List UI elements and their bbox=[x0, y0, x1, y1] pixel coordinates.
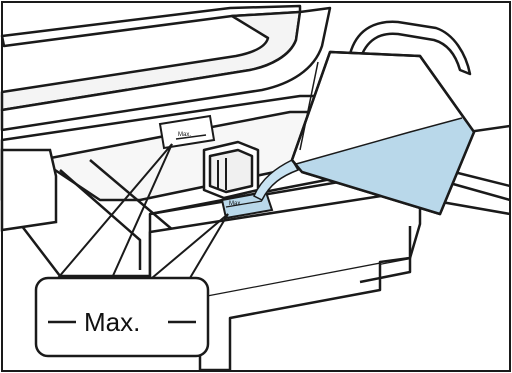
appliance-top-frame bbox=[0, 4, 332, 132]
callout-max-label: Max. bbox=[84, 307, 140, 337]
max-callout-box: Max. bbox=[34, 276, 210, 358]
left-side-panel bbox=[0, 148, 58, 232]
jug-icon bbox=[290, 20, 476, 216]
left-max-label: Max. bbox=[178, 132, 191, 138]
right-max-label: Max. bbox=[229, 201, 242, 207]
left-max-mark: Max. bbox=[158, 114, 216, 150]
siphon-cap bbox=[202, 140, 260, 200]
callout-pointers bbox=[57, 143, 229, 279]
liquid-stream bbox=[253, 159, 300, 202]
